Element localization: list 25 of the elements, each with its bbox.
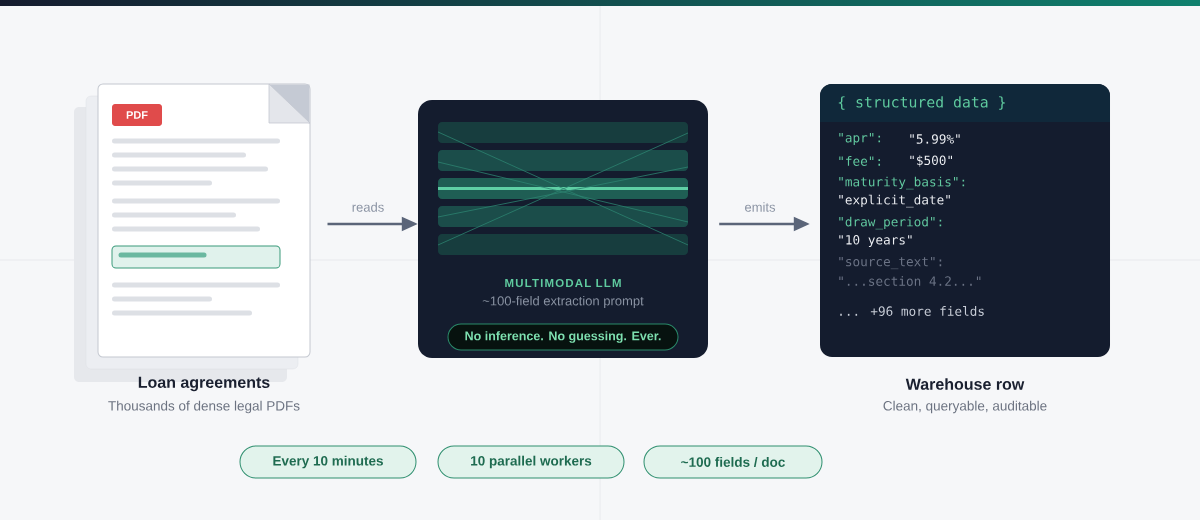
json-key: "source_text": <box>839 256 942 270</box>
json-value: "explicit_date" <box>839 194 950 208</box>
note-pill: No inference. No guessing. Ever. <box>447 323 679 351</box>
panel-subtitle: ~100-field extraction prompt <box>482 295 644 309</box>
stat-pill: 10 parallel workers <box>437 445 625 479</box>
node-caption: Clean, queryable, auditable <box>883 400 1047 414</box>
panel-title: MULTIMODAL LLM <box>505 278 621 288</box>
node-title: Loan agreements <box>138 376 270 392</box>
edge-label: reads <box>349 200 387 214</box>
stat-pill: Every 10 minutes <box>239 445 417 479</box>
json-key: "apr": <box>839 133 881 145</box>
json-value: "5.99%" <box>910 134 960 144</box>
json-value: "10 years" <box>839 234 912 247</box>
stat-pill: ~100 fields / doc <box>643 445 823 479</box>
code-header: { structured data } <box>820 84 1110 122</box>
json-key: "fee": <box>839 156 881 166</box>
json-key: "maturity_basis": <box>839 176 965 190</box>
json-value: "...section 4.2..." <box>839 276 981 286</box>
node-caption: Thousands of dense legal PDFs <box>108 400 300 414</box>
json-key: "draw_period": <box>839 216 942 230</box>
node-title: Warehouse row <box>905 378 1025 390</box>
edge-label: emits <box>742 200 778 214</box>
file-type-badge: PDF <box>112 104 162 126</box>
json-value: "$500" <box>910 155 952 167</box>
code-line: ... +96 more fields <box>840 306 984 316</box>
